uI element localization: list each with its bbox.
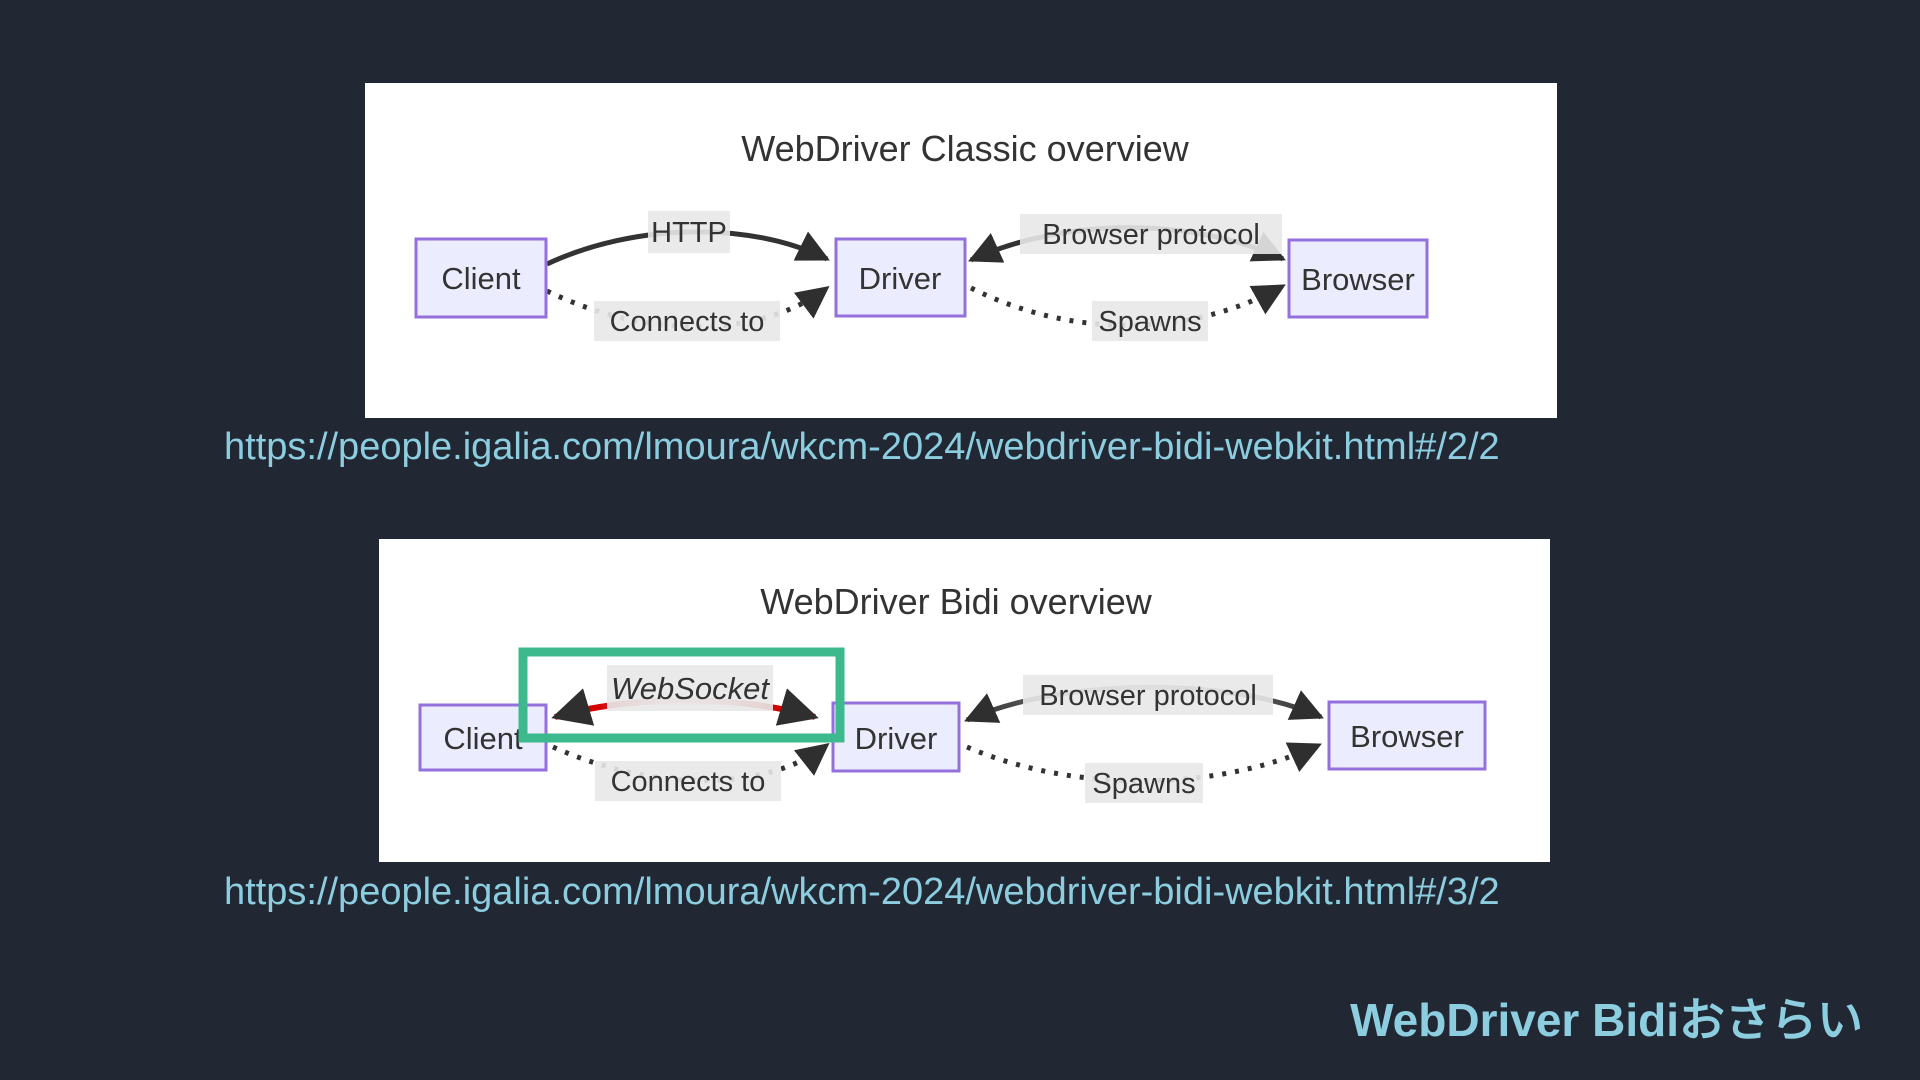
classic-client-label: Client bbox=[441, 261, 521, 296]
classic-driver-node: Driver bbox=[834, 237, 967, 318]
classic-diagram-title: WebDriver Classic overview bbox=[741, 128, 1189, 169]
classic-diagram: WebDriver Classic overview HTTP Connects… bbox=[414, 128, 1429, 341]
bidi-websocket-label-bg bbox=[607, 665, 773, 711]
bidi-spawns-label-bg bbox=[1085, 763, 1203, 803]
classic-slide-url[interactable]: https://people.igalia.com/lmoura/wkcm-20… bbox=[224, 426, 1500, 468]
bidi-driver-label: Driver bbox=[855, 721, 938, 756]
classic-connects-to-label-bg bbox=[594, 301, 780, 341]
slide-heading: WebDriver Bidiおさらい bbox=[1350, 994, 1863, 1046]
bidi-diagram-title: WebDriver Bidi overview bbox=[760, 581, 1152, 622]
classic-http-label: HTTP bbox=[651, 217, 727, 249]
bidi-connects-to-label: Connects to bbox=[611, 766, 766, 798]
bidi-diagram: WebDriver Bidi overview WebSocket Connec… bbox=[418, 581, 1487, 803]
classic-browser-protocol-label: Browser protocol bbox=[1042, 219, 1260, 251]
bidi-browser-protocol-label-bg bbox=[1023, 675, 1273, 715]
bidi-driver-node: Driver bbox=[831, 701, 961, 773]
classic-diagram-panel: WebDriver Classic overview HTTP Connects… bbox=[365, 83, 1557, 418]
classic-connects-to-arrow bbox=[545, 286, 830, 330]
bidi-slide-url[interactable]: https://people.igalia.com/lmoura/wkcm-20… bbox=[224, 871, 1500, 913]
classic-client-node: Client bbox=[414, 237, 548, 319]
classic-browser-label: Browser bbox=[1301, 262, 1415, 297]
bidi-websocket-label: WebSocket bbox=[611, 671, 770, 706]
bidi-client-label: Client bbox=[443, 721, 523, 756]
bidi-browser-protocol-label: Browser protocol bbox=[1039, 680, 1257, 712]
websocket-highlight-box bbox=[518, 647, 845, 743]
bidi-spawns-label: Spawns bbox=[1092, 768, 1195, 800]
bidi-connects-to-label-bg bbox=[595, 761, 781, 801]
classic-http-label-bg bbox=[648, 211, 730, 253]
classic-spawns-label-bg bbox=[1092, 301, 1208, 341]
bidi-diagram-panel: WebDriver Bidi overview WebSocket Connec… bbox=[379, 539, 1550, 862]
classic-driver-label: Driver bbox=[859, 261, 942, 296]
classic-connects-to-label: Connects to bbox=[610, 306, 765, 338]
classic-browser-protocol-label-bg bbox=[1020, 214, 1282, 254]
bidi-browser-label: Browser bbox=[1350, 719, 1464, 754]
classic-spawns-label: Spawns bbox=[1098, 306, 1201, 338]
bidi-browser-node: Browser bbox=[1327, 700, 1487, 771]
classic-browser-node: Browser bbox=[1287, 238, 1429, 319]
